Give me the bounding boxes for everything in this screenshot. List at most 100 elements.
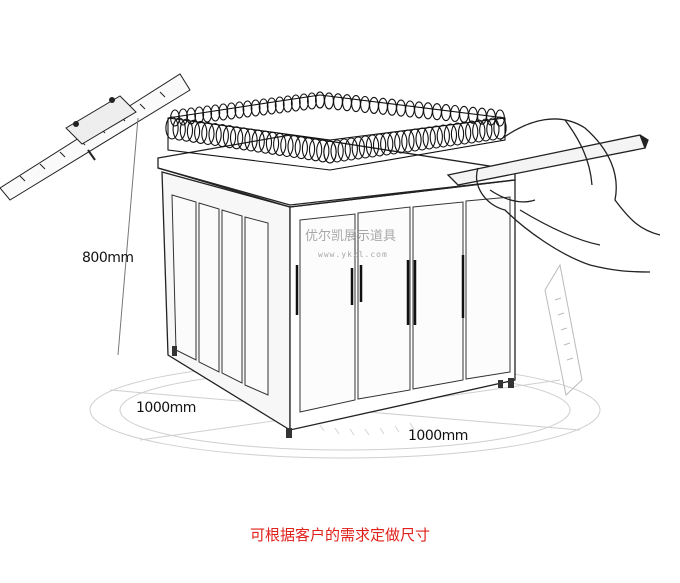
- basket-loop: [342, 94, 352, 112]
- basket-loop: [408, 128, 422, 152]
- basket-loop: [401, 129, 415, 153]
- basket-loop: [301, 137, 316, 161]
- basket-loop: [432, 103, 442, 121]
- basket-loop: [324, 92, 334, 110]
- basket-loop: [378, 97, 388, 115]
- basket-loop: [459, 105, 469, 123]
- basket-loop: [229, 126, 244, 150]
- basket-loop: [495, 109, 505, 127]
- depth-dimension-label: 1000mm: [136, 400, 196, 416]
- basket-loop: [333, 93, 343, 111]
- brand-watermark: 优尔凯展示道具: [305, 229, 397, 244]
- basket-loop: [315, 91, 325, 109]
- basket-loop: [405, 100, 415, 118]
- basket-loop: [165, 116, 179, 140]
- basket-loop: [250, 99, 261, 117]
- basket-loop: [365, 134, 380, 158]
- basket-loop: [265, 131, 280, 155]
- basket-loop: [414, 101, 424, 119]
- basket-loop: [372, 133, 387, 157]
- basket-loop: [457, 121, 472, 145]
- basket-loop: [330, 139, 344, 163]
- basket-loop: [415, 127, 429, 151]
- basket-loop: [290, 94, 301, 112]
- basket-loop: [394, 130, 408, 154]
- basket-loop: [423, 102, 433, 120]
- basket-loop: [443, 123, 458, 147]
- custom-size-caption: 可根据客户的需求定做尺寸: [249, 526, 430, 544]
- basket-loop: [218, 103, 229, 121]
- front-doors: [299, 196, 511, 413]
- basket-loop: [258, 130, 273, 154]
- basket-loop: [178, 108, 189, 126]
- basket-loop: [337, 138, 351, 162]
- basket-loop: [387, 98, 397, 116]
- height-dimension-line: [117, 117, 139, 356]
- basket-loop: [465, 120, 479, 144]
- basket-loop: [450, 122, 465, 146]
- basket-loop: [429, 125, 443, 149]
- basket-loop: [436, 124, 450, 148]
- basket-loop: [387, 131, 401, 155]
- basket-loop: [280, 133, 294, 158]
- cabinet-feet: [172, 346, 514, 438]
- basket-loop: [380, 132, 394, 156]
- hand-with-pencil: [446, 118, 661, 273]
- wire-basket: [165, 91, 507, 171]
- brand-watermark-url: www.ykzl.com: [318, 250, 388, 259]
- basket-loop: [396, 99, 406, 117]
- basket-loop: [237, 127, 251, 151]
- basket-loop: [234, 101, 245, 119]
- basket-loop: [323, 140, 337, 164]
- basket-loop: [208, 122, 222, 147]
- basket-loop: [202, 105, 213, 123]
- basket-loop: [369, 96, 379, 114]
- basket-loop: [251, 129, 265, 153]
- basket-loop: [194, 106, 205, 124]
- basket-loop: [194, 120, 208, 144]
- basket-loop: [226, 102, 237, 120]
- basket-loop: [308, 138, 323, 162]
- basket-loop: [170, 109, 180, 127]
- basket-loop: [479, 118, 493, 142]
- height-dimension-label: 800mm: [82, 250, 134, 266]
- basket-loop: [282, 95, 293, 113]
- basket-loop: [258, 98, 269, 116]
- basket-loop: [215, 124, 229, 148]
- basket-loop: [274, 96, 285, 114]
- basket-loop: [344, 137, 358, 161]
- basket-loop: [266, 97, 277, 115]
- basket-loop: [273, 132, 287, 156]
- basket-loop: [179, 118, 194, 142]
- basket-loop: [360, 95, 370, 114]
- basket-loop: [493, 116, 507, 140]
- basket-loop: [316, 139, 330, 163]
- basket-loop: [441, 104, 451, 122]
- basket-loop: [472, 119, 486, 143]
- basket-loop: [294, 136, 308, 160]
- basket-loop: [242, 100, 253, 118]
- basket-loop: [351, 95, 361, 113]
- basket-loop: [306, 92, 317, 110]
- basket-loop: [298, 93, 309, 111]
- basket-loop: [186, 107, 197, 125]
- ruler-right: [544, 263, 583, 396]
- ruler-top-left: [0, 73, 191, 201]
- basket-loop: [222, 125, 237, 149]
- door-handles: [295, 255, 465, 325]
- protractor-ticks: [319, 422, 415, 436]
- basket-loop: [486, 117, 500, 141]
- basket-loop: [422, 126, 436, 150]
- basket-loop: [351, 136, 365, 160]
- basket-loop: [450, 104, 460, 123]
- basket-loop: [210, 104, 221, 122]
- side-doors: [171, 194, 269, 396]
- basket-loop: [186, 119, 201, 143]
- basket-loop: [287, 134, 301, 159]
- basket-loop: [244, 128, 258, 152]
- basket-loop: [201, 121, 215, 146]
- basket-loop: [358, 135, 373, 159]
- width-dimension-label: 1000mm: [408, 428, 468, 444]
